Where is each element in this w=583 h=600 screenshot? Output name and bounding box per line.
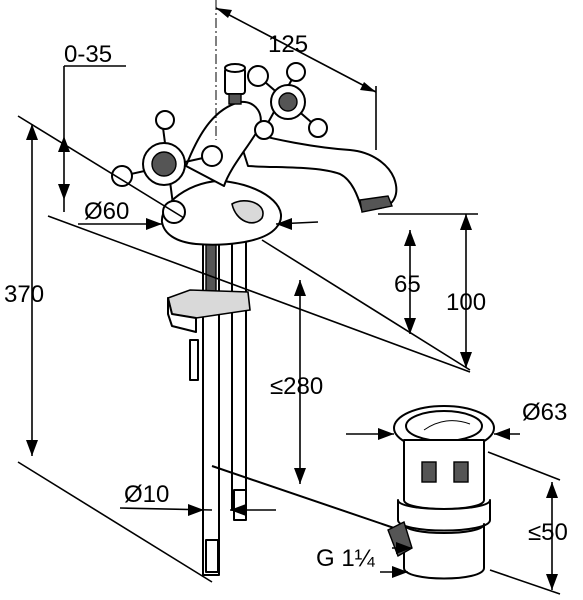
tube-end xyxy=(205,539,219,573)
handle-right xyxy=(247,62,328,140)
faucet-base xyxy=(160,180,283,246)
pop-up-waste xyxy=(211,405,495,580)
label-pop-up-rod-diameter: Ø10 xyxy=(124,481,169,508)
base-highlight xyxy=(231,200,264,224)
waste-slot-right xyxy=(453,461,469,483)
label-waste-flange-diameter: Ø63 xyxy=(522,399,567,426)
aerator xyxy=(359,195,393,213)
waste-plug xyxy=(405,410,483,442)
label-waste-height: ≤50 xyxy=(528,519,568,546)
supply-tube-right xyxy=(231,239,247,511)
label-spout-clearance: 65 xyxy=(394,271,421,298)
pop-up-knob xyxy=(224,63,246,105)
dimension-labels: 125 0-35 Ø60 370 65 100 ≤280 Ø63 Ø10 G 1… xyxy=(4,31,568,572)
label-spout-height: 100 xyxy=(446,289,486,316)
waste-slot-left xyxy=(421,461,437,483)
linkage-rod xyxy=(211,465,401,531)
label-shank-length: ≤280 xyxy=(270,373,323,400)
dimension-lines xyxy=(17,0,561,595)
waste-body xyxy=(403,439,485,510)
label-waste-thread: G 1¼ xyxy=(316,545,376,572)
bracket-side xyxy=(167,297,197,333)
faucet-body xyxy=(111,62,398,576)
spout xyxy=(235,127,398,211)
label-base-diameter: Ø60 xyxy=(84,198,129,225)
label-total-height: 370 xyxy=(4,281,44,308)
body-riser xyxy=(185,100,262,187)
waste-nut xyxy=(397,499,491,532)
label-spout-reach: 125 xyxy=(268,31,308,58)
handle-left xyxy=(111,110,223,224)
waste-tail xyxy=(403,523,485,580)
bracket-bolt xyxy=(189,339,199,381)
label-handle-height-range: 0-35 xyxy=(64,41,112,68)
